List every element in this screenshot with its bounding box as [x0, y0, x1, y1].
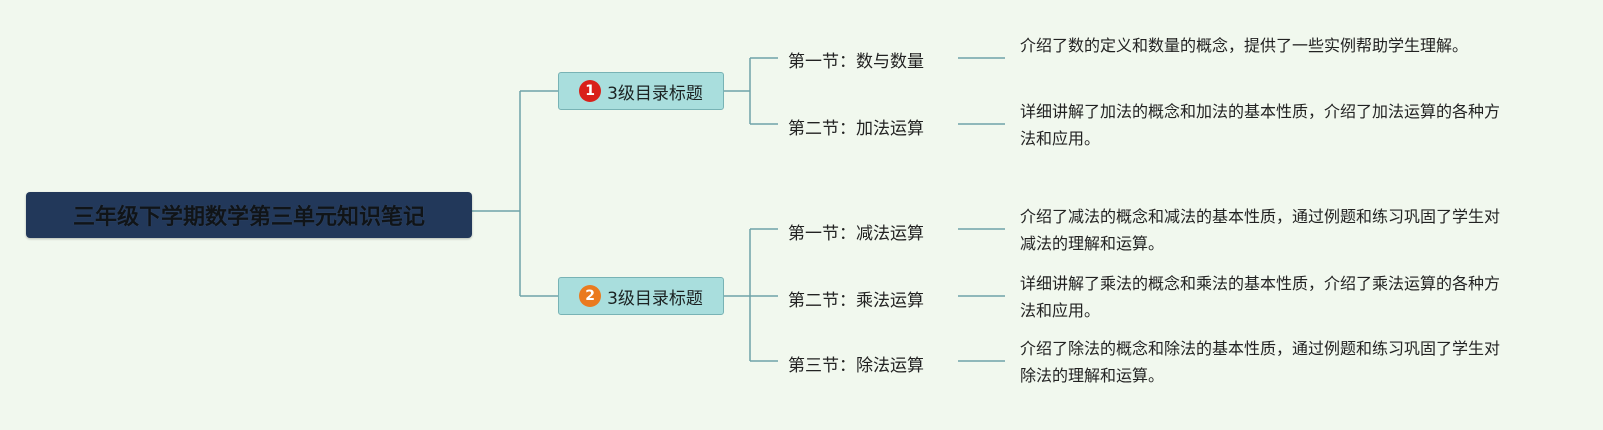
- b2-section-1-description[interactable]: 介绍了减法的概念和减法的基本性质，通过例题和练习巩固了学生对减法的理解和运算。: [1020, 207, 1501, 253]
- priority-1-icon: 1: [579, 80, 602, 102]
- branch-1-topic[interactable]: 1 3级目录标题: [558, 72, 724, 110]
- b1-section-1-description[interactable]: 介绍了数的定义和数量的概念，提供了一些实例帮助学生理解。: [1020, 36, 1469, 55]
- root-topic[interactable]: 三年级下学期数学第三单元知识笔记: [26, 192, 472, 238]
- b2-section-3-title[interactable]: 第三节：除法运算: [788, 356, 924, 376]
- b2-section-2-title[interactable]: 第二节：乘法运算: [788, 291, 924, 311]
- b1-section-2-title[interactable]: 第二节：加法运算: [788, 119, 924, 139]
- branch-2-topic[interactable]: 2 3级目录标题: [558, 277, 724, 315]
- b2-section-3-description[interactable]: 介绍了除法的概念和除法的基本性质，通过例题和练习巩固了学生对除法的理解和运算。: [1020, 339, 1501, 385]
- b2-section-2-description[interactable]: 详细讲解了乘法的概念和乘法的基本性质，介绍了乘法运算的各种方法和应用。: [1020, 274, 1501, 320]
- b2-section-1-title[interactable]: 第一节：减法运算: [788, 224, 924, 244]
- priority-2-icon: 2: [579, 285, 602, 307]
- root-title: 三年级下学期数学第三单元知识笔记: [72, 205, 425, 230]
- branch-1-label: 3级目录标题: [607, 83, 703, 104]
- b1-section-2-description[interactable]: 详细讲解了加法的概念和加法的基本性质，介绍了加法运算的各种方法和应用。: [1020, 102, 1501, 148]
- branch-2-label: 3级目录标题: [607, 288, 703, 309]
- b1-section-1-title[interactable]: 第一节：数与数量: [788, 52, 924, 72]
